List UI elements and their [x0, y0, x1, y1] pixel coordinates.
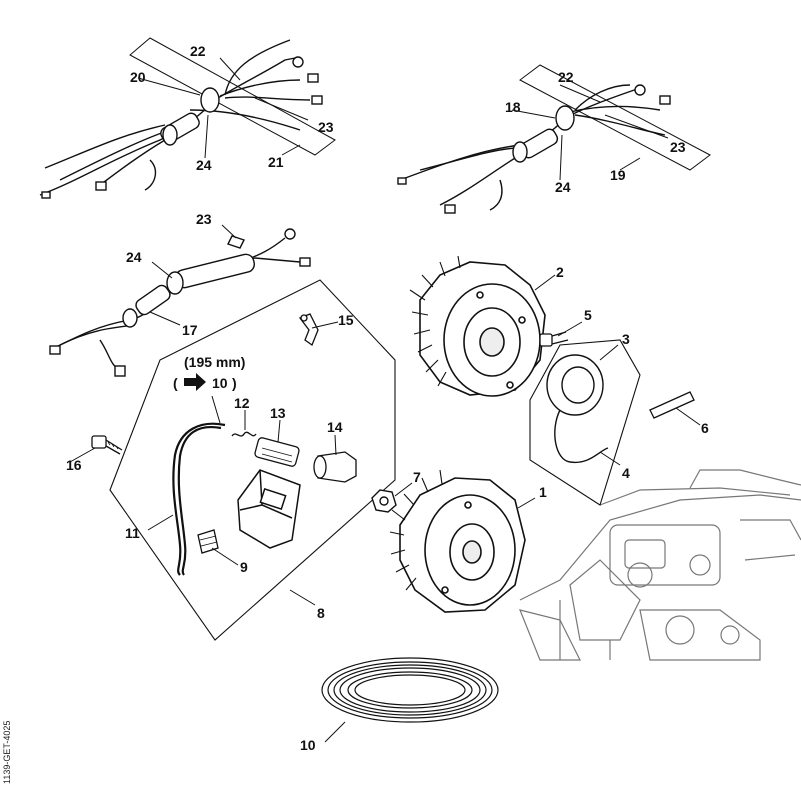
- wiring-harness-middle: [49, 228, 311, 377]
- part-15-clip: [298, 313, 319, 347]
- callout-16: 16: [66, 457, 82, 473]
- callout-22-right: 22: [558, 69, 574, 85]
- part-9-plug: [197, 529, 219, 554]
- flywheel-2: [409, 255, 546, 397]
- callout-23-right: 23: [670, 139, 686, 155]
- callout-24-left: 24: [196, 157, 212, 173]
- wiring-harness-left: [39, 37, 336, 199]
- callout-11: 11: [125, 525, 140, 541]
- callout-4: 4: [622, 465, 630, 481]
- note-length: (195 mm): [184, 354, 245, 370]
- callout-17: 17: [182, 322, 198, 338]
- callout-24-right: 24: [555, 179, 571, 195]
- callout-15: 15: [338, 312, 354, 328]
- callout-12: 12: [234, 395, 250, 411]
- note-close-paren: ): [232, 375, 237, 391]
- engine-illustration: [519, 469, 801, 661]
- ignition-kit-outline: [109, 279, 396, 641]
- callout-19: 19: [610, 167, 626, 183]
- note-open-paren: (: [173, 375, 178, 391]
- part-5-bolt: [539, 331, 569, 347]
- length-note: (195 mm) ( 10 ): [173, 354, 245, 391]
- flywheel-1: [389, 469, 526, 613]
- callout-1: 1: [539, 484, 547, 500]
- callout-9: 9: [240, 559, 248, 575]
- callout-labels: 1 2 3 4 5 6 7 8 9 10 11 12 13 14 15 16 1…: [66, 43, 709, 753]
- callout-20: 20: [130, 69, 146, 85]
- part-14-boot: [313, 451, 357, 483]
- callout-13: 13: [270, 405, 286, 421]
- callout-22-left: 22: [190, 43, 206, 59]
- callout-8: 8: [317, 605, 325, 621]
- drawing-code: 1139-GET-4025: [2, 720, 12, 784]
- callout-7: 7: [413, 469, 421, 485]
- part-10-wire-coil: [321, 657, 499, 723]
- callout-21: 21: [268, 154, 284, 170]
- callout-23-left: 23: [318, 119, 334, 135]
- callout-23-middle: 23: [196, 211, 212, 227]
- part-11-wire: [172, 422, 226, 576]
- wiring-harness-right: [397, 64, 711, 214]
- callout-5: 5: [584, 307, 592, 323]
- callout-6: 6: [701, 420, 709, 436]
- callout-18: 18: [505, 99, 521, 115]
- part-16-screw: [91, 435, 123, 455]
- callout-24-middle: 24: [126, 249, 142, 265]
- part-12-spring: [231, 431, 257, 437]
- part-7-nut: [371, 489, 397, 513]
- kit-3-outline: [529, 339, 641, 506]
- note-ref: 10: [212, 375, 228, 391]
- part-3-coil: [546, 354, 609, 464]
- arrow-right-icon: [184, 373, 206, 391]
- part-6-pin: [649, 391, 695, 419]
- callout-3: 3: [622, 331, 630, 347]
- leader-lines: [69, 57, 701, 743]
- part-13-terminal: [254, 437, 300, 467]
- callout-10: 10: [300, 737, 316, 753]
- callout-2: 2: [556, 264, 564, 280]
- callout-14: 14: [327, 419, 343, 435]
- ignition-module: [237, 469, 301, 549]
